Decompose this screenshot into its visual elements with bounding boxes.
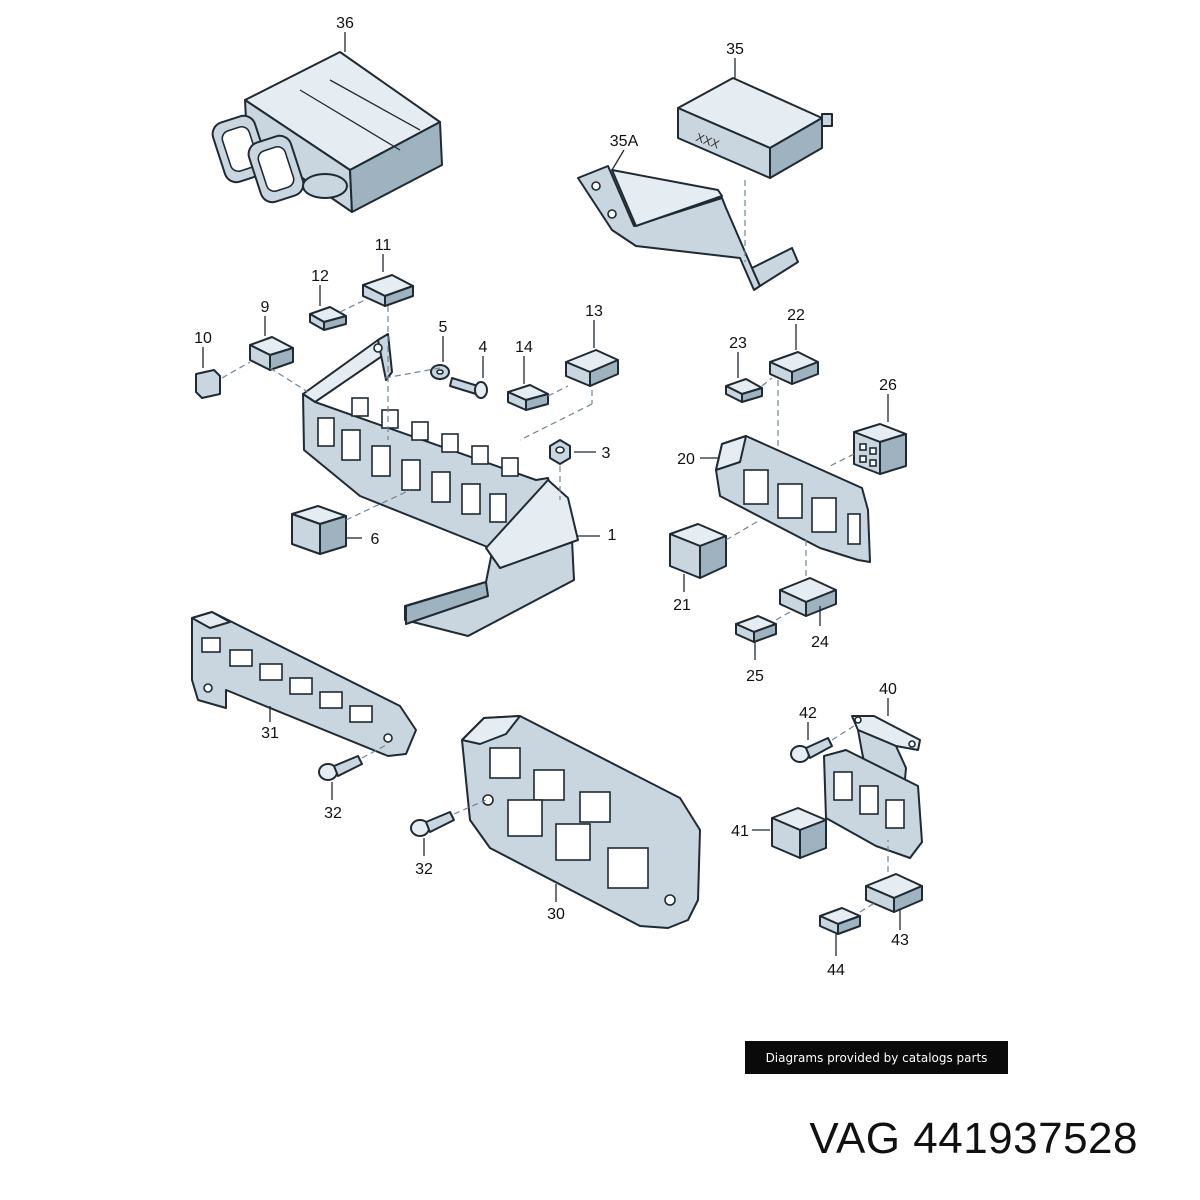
callout-12: 12 [311, 268, 329, 285]
part-5-washer [430, 364, 450, 380]
callout-9: 9 [261, 299, 270, 316]
callout-31: 31 [261, 725, 279, 742]
part-30-relay-plate [461, 715, 701, 929]
part-13-fuse-holder [565, 349, 619, 387]
part-35a-bracket [577, 165, 799, 291]
part-3-nut [549, 439, 571, 465]
callout-11: 11 [375, 237, 392, 254]
callout-44: 44 [827, 962, 845, 979]
part-31-fuse-bar [191, 611, 417, 757]
callout-6: 6 [371, 531, 380, 548]
credit-banner: Diagrams provided by catalogs parts [745, 1041, 1008, 1074]
part-10-fuse [195, 369, 221, 399]
part-4-screw [449, 377, 488, 399]
callout-24: 24 [811, 634, 829, 651]
callout-1: 1 [608, 527, 617, 544]
part-12-fuse [309, 306, 347, 331]
callout-5: 5 [439, 319, 448, 336]
callout-20: 20 [677, 451, 695, 468]
part-43-fuse-holder [865, 873, 923, 913]
part-14-fuse [507, 384, 549, 411]
callout-35a: 35A [610, 133, 639, 150]
part-44-fuse [819, 907, 861, 935]
callout-40: 40 [879, 681, 897, 698]
part-20-relay-carrier [715, 435, 871, 563]
callout-21: 21 [673, 597, 691, 614]
callout-3: 3 [602, 445, 611, 462]
callout-4: 4 [479, 339, 488, 356]
part-1-fuse-box-carrier [302, 333, 579, 637]
callout-13: 13 [585, 303, 603, 320]
part-26-relay-base [853, 423, 907, 475]
part-number-title: VAG 441937528 [809, 1114, 1138, 1163]
callout-43: 43 [891, 932, 909, 949]
part-23-fuse [725, 378, 763, 403]
callout-32b: 32 [415, 861, 433, 878]
callout-26: 26 [879, 377, 897, 394]
callout-22: 22 [787, 307, 805, 324]
callout-10: 10 [194, 330, 212, 347]
part-22-fuse-holder [769, 351, 819, 385]
callout-36: 36 [336, 15, 354, 32]
part-36-connector-housing [211, 51, 443, 213]
callout-42: 42 [799, 705, 817, 722]
part-40-relay-bracket [823, 715, 923, 859]
callout-32a: 32 [324, 805, 342, 822]
callout-23: 23 [729, 335, 747, 352]
part-11-fuse-holder [362, 274, 414, 307]
part-6-relay [291, 505, 347, 555]
part-25-fuse [735, 615, 777, 643]
callout-41: 41 [731, 823, 749, 840]
callout-30: 30 [547, 906, 565, 923]
callout-25: 25 [746, 668, 764, 685]
part-9-fuse-holder [249, 336, 294, 371]
callout-35: 35 [726, 41, 744, 58]
part-35-control-module: XXX [677, 77, 833, 179]
part-21-relay [669, 523, 727, 579]
callout-14: 14 [515, 339, 533, 356]
part-41-relay [771, 807, 827, 859]
part-42-screw [790, 737, 833, 763]
part-24-fuse-holder [779, 577, 837, 617]
part-32-screw-b [410, 811, 455, 837]
part-32-screw-a [318, 755, 363, 781]
